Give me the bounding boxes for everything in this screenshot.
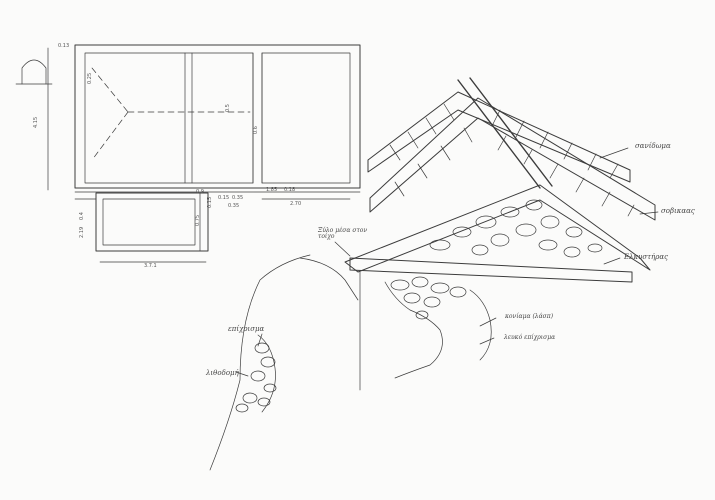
gable-beam [344, 184, 651, 273]
dim-bottom-d: 0.35 [228, 203, 240, 209]
dim-mid-center: 0.5 [225, 104, 231, 112]
dim-bottom-b: 0.15 [218, 195, 230, 201]
label-white-plaster: λευκό επίχρισμα [504, 334, 556, 341]
dim-left-vertical: 4.15 [33, 116, 39, 128]
dim-bottom-e: 1.85 [266, 187, 278, 193]
label-lime-mortar: κονίαμα (λάσπ) [505, 313, 554, 320]
gable-stones [429, 199, 603, 258]
wall-outline-left [209, 254, 311, 471]
plan-lower-room-inner [102, 198, 196, 246]
dim-wall-mid: 0.15 [207, 196, 213, 208]
label-eave-beam: Ελκυστήρας [624, 253, 668, 261]
dim-bottom-a: 0.9 [196, 189, 204, 195]
wall-stones [390, 276, 467, 320]
dim-left-upper: 0.25 [87, 72, 93, 84]
floor-plan [15, 44, 361, 263]
label-stonework: λιθοδομή [206, 369, 239, 377]
dim-stairs-left-b: 2.19 [79, 226, 85, 238]
dim-stairs-mid: 0.75 [195, 214, 201, 226]
plan-hip-line [91, 67, 129, 113]
label-plaster-top: επίχρισμα [228, 325, 265, 333]
roof-top-layer [367, 91, 631, 183]
rubble-stones [235, 342, 277, 413]
plan-hip-line-2 [91, 111, 129, 161]
rafter-layer [369, 97, 656, 221]
plan-room-left [84, 52, 254, 184]
dim-right-small: 0.6 [253, 126, 259, 134]
plan-lower-room [95, 192, 209, 252]
dim-bottom-width: 3.7.1 [144, 263, 157, 269]
plan-room-right [261, 52, 351, 184]
roof-section [209, 77, 659, 471]
dim-bottom-f: 0.18 [284, 187, 296, 193]
dim-top-left: 0.13 [58, 43, 70, 49]
tie-beam [349, 257, 633, 283]
plan-outer-wall [74, 44, 361, 189]
dim-bottom-c: 0.35 [232, 195, 244, 201]
label-wood-between-stones: Ξύλο μέσα στον τοίχο [318, 227, 368, 240]
label-roof-boards: σανίδωμα [635, 142, 671, 150]
dim-stairs-left: 0.4 [79, 212, 85, 220]
arch-sketch [21, 59, 47, 85]
label-rafters: σοβικαας [661, 207, 695, 215]
dim-right-width: 2.70 [290, 201, 302, 207]
